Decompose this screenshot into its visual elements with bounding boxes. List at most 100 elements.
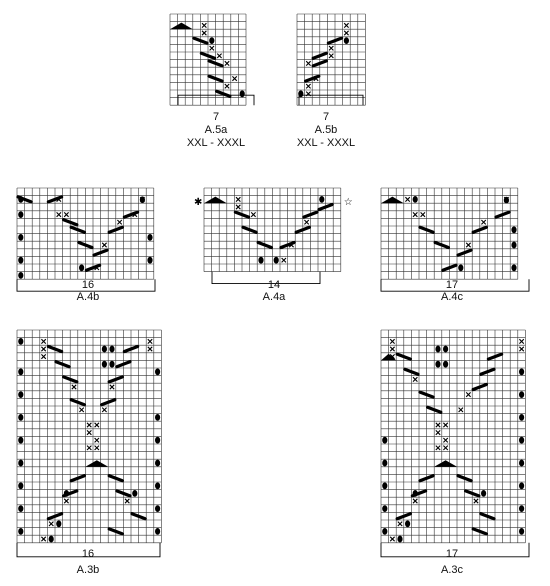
cross-symbol — [41, 338, 47, 344]
cross-symbol — [56, 196, 62, 202]
cable-bar-symbol — [115, 489, 132, 498]
oval-symbol — [397, 535, 403, 543]
cross-symbol — [94, 265, 100, 271]
repeat-bracket — [16, 542, 161, 558]
pattern-marker-star: ☆ — [344, 197, 353, 208]
repeat-bracket — [380, 542, 530, 558]
oval-symbol — [519, 368, 525, 376]
cross-symbol — [473, 498, 479, 504]
cross-symbol — [63, 498, 69, 504]
oval-symbol — [519, 391, 525, 398]
cable-bar-symbol — [256, 240, 273, 250]
cable-bar-symbol — [418, 390, 435, 399]
oval-symbol — [132, 490, 138, 497]
oval-symbol — [18, 234, 24, 241]
cross-symbol — [101, 242, 107, 248]
cross-symbol — [235, 196, 241, 202]
oval-symbol — [155, 528, 161, 535]
chart-a3b-name: A.3b — [76, 564, 100, 576]
oval-symbol — [511, 241, 517, 249]
cable-bar-symbol — [62, 218, 79, 227]
oval-symbol — [18, 414, 24, 421]
oval-symbol — [155, 505, 161, 512]
cross-symbol — [305, 60, 311, 66]
cross-symbol — [435, 422, 441, 428]
cross-symbol — [389, 346, 395, 352]
chart-a5b-size: XXL - XXXL — [296, 137, 356, 149]
cable-bar-symbol — [107, 225, 124, 234]
chart-a3c — [380, 329, 530, 558]
cross-symbol — [124, 498, 130, 504]
cable-bar-symbol — [54, 360, 71, 369]
oval-symbol — [343, 37, 349, 44]
cross-symbol — [201, 22, 207, 28]
chart-a5a-stitch-count: 7 — [212, 111, 220, 123]
cable-bar-symbol — [403, 367, 420, 376]
cross-symbol — [201, 30, 207, 36]
chart-a5b-name: A.5b — [314, 124, 338, 136]
cross-symbol — [519, 338, 525, 344]
oval-symbol — [18, 528, 24, 535]
cross-symbol — [313, 76, 319, 82]
cross-symbol — [304, 219, 310, 225]
cross-symbol — [41, 354, 47, 360]
cable-bar-symbol — [464, 489, 481, 498]
cable-bar-symbol — [456, 474, 473, 483]
oval-symbol — [18, 256, 24, 264]
repeat-bracket — [177, 94, 255, 106]
oval-symbol — [18, 368, 24, 376]
chart-a3c-stitch-count: 17 — [445, 548, 459, 560]
cable-bar-symbol — [311, 59, 328, 68]
oval-symbol — [147, 234, 153, 241]
oval-symbol — [458, 264, 464, 272]
chart-a4a: ✱☆ — [194, 187, 353, 285]
chart-a4b — [16, 187, 156, 292]
cross-symbol — [465, 242, 471, 248]
oval-symbol — [18, 459, 24, 467]
cross-symbol — [343, 30, 349, 36]
oval-symbol — [101, 360, 107, 368]
oval-symbol — [382, 528, 388, 535]
cable-bar-symbol — [326, 36, 344, 45]
cable-bar-symbol — [207, 74, 224, 83]
cross-symbol — [389, 536, 395, 542]
oval-symbol — [382, 459, 388, 467]
chart-a4b-name: A.4b — [76, 291, 100, 303]
cross-symbol — [250, 212, 256, 218]
chart-a4b-stitch-count: 16 — [81, 279, 95, 291]
triangle-symbol — [434, 460, 457, 467]
oval-symbol — [435, 360, 441, 368]
chart-a4a-stitch-count: 14 — [267, 279, 281, 291]
cable-bar-symbol — [192, 36, 209, 45]
cable-bar-symbol — [69, 474, 86, 483]
cross-symbol — [435, 445, 441, 451]
oval-symbol — [209, 37, 215, 44]
oval-symbol — [519, 528, 525, 535]
cross-symbol — [71, 384, 77, 390]
oval-symbol — [519, 505, 525, 512]
oval-symbol — [155, 414, 161, 421]
cable-bar-symbol — [426, 405, 443, 414]
oval-symbol — [519, 436, 525, 444]
cable-bar-symbol — [441, 263, 458, 272]
cross-symbol — [147, 338, 153, 344]
cross-symbol — [79, 407, 85, 413]
cable-bar-symbol — [494, 210, 511, 219]
cable-bar-symbol — [395, 352, 412, 361]
oval-symbol — [412, 196, 418, 203]
oval-symbol — [443, 360, 449, 368]
cable-bar-symbol — [130, 512, 147, 521]
cross-symbol — [94, 445, 100, 451]
cable-bar-symbol — [418, 474, 435, 483]
cross-symbol — [405, 196, 411, 202]
chart-a3c-name: A.3c — [440, 564, 463, 576]
chart-a5a-size: XXL - XXXL — [186, 137, 246, 149]
cross-symbol — [435, 430, 441, 436]
oval-symbol — [18, 391, 24, 398]
cross-symbol — [443, 445, 449, 451]
cable-bar-symbol — [62, 375, 79, 384]
cross-symbol — [281, 257, 287, 263]
oval-symbol — [405, 520, 411, 528]
oval-symbol — [18, 211, 24, 219]
oval-symbol — [519, 459, 525, 467]
